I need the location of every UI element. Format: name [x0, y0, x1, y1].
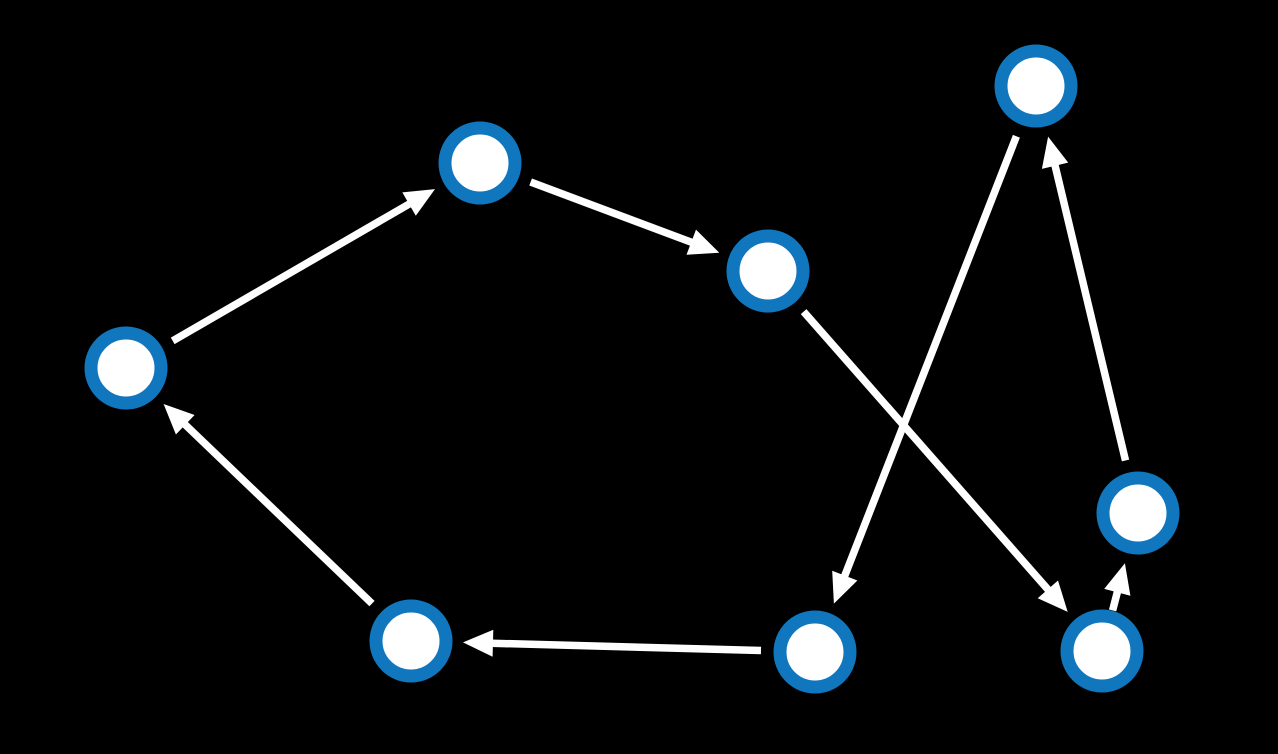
- nodes-layer: [84, 44, 1180, 694]
- arrowhead-icon: [832, 570, 858, 604]
- graph-node-left[interactable]: [84, 326, 168, 410]
- graph-node-bottom-right[interactable]: [1060, 609, 1144, 693]
- edge-shaft: [800, 309, 1055, 597]
- graph-edge-bottom-left-to-left: [163, 404, 375, 607]
- arrowhead-icon: [1104, 563, 1131, 596]
- graph-edge-right-to-top-right: [1041, 136, 1130, 462]
- graph-node-upper-middle[interactable]: [438, 121, 522, 205]
- arrowhead-icon: [1041, 136, 1069, 169]
- graph-node-bottom-left[interactable]: [369, 599, 453, 683]
- edge-shaft: [178, 417, 375, 607]
- arrowhead-icon: [163, 404, 195, 435]
- edge-shaft: [486, 639, 762, 655]
- graph-edge-top-right-to-bottom-middle: [832, 134, 1020, 604]
- graph-edge-middle-to-bottom-right: [800, 309, 1068, 612]
- graph-node-middle[interactable]: [726, 229, 810, 313]
- graph-node-top-right[interactable]: [994, 44, 1078, 128]
- arrowhead-icon: [1037, 580, 1068, 612]
- arrowhead-icon: [686, 229, 720, 255]
- arrowhead-icon: [463, 629, 494, 657]
- edge-shaft: [1050, 159, 1130, 462]
- graph-edge-left-to-upper-middle: [170, 189, 435, 345]
- edges-layer: [163, 134, 1131, 657]
- arrowhead-icon: [402, 189, 435, 216]
- graph-edge-bottom-middle-to-bottom-left: [463, 629, 762, 657]
- graph-node-right[interactable]: [1096, 471, 1180, 555]
- graph-node-bottom-middle[interactable]: [773, 610, 857, 694]
- graph-edge-bottom-right-to-right: [1104, 563, 1131, 612]
- graph-edge-upper-middle-to-middle: [529, 178, 720, 255]
- edge-shaft: [529, 178, 699, 248]
- edge-shaft: [839, 134, 1020, 583]
- edge-shaft: [170, 197, 417, 345]
